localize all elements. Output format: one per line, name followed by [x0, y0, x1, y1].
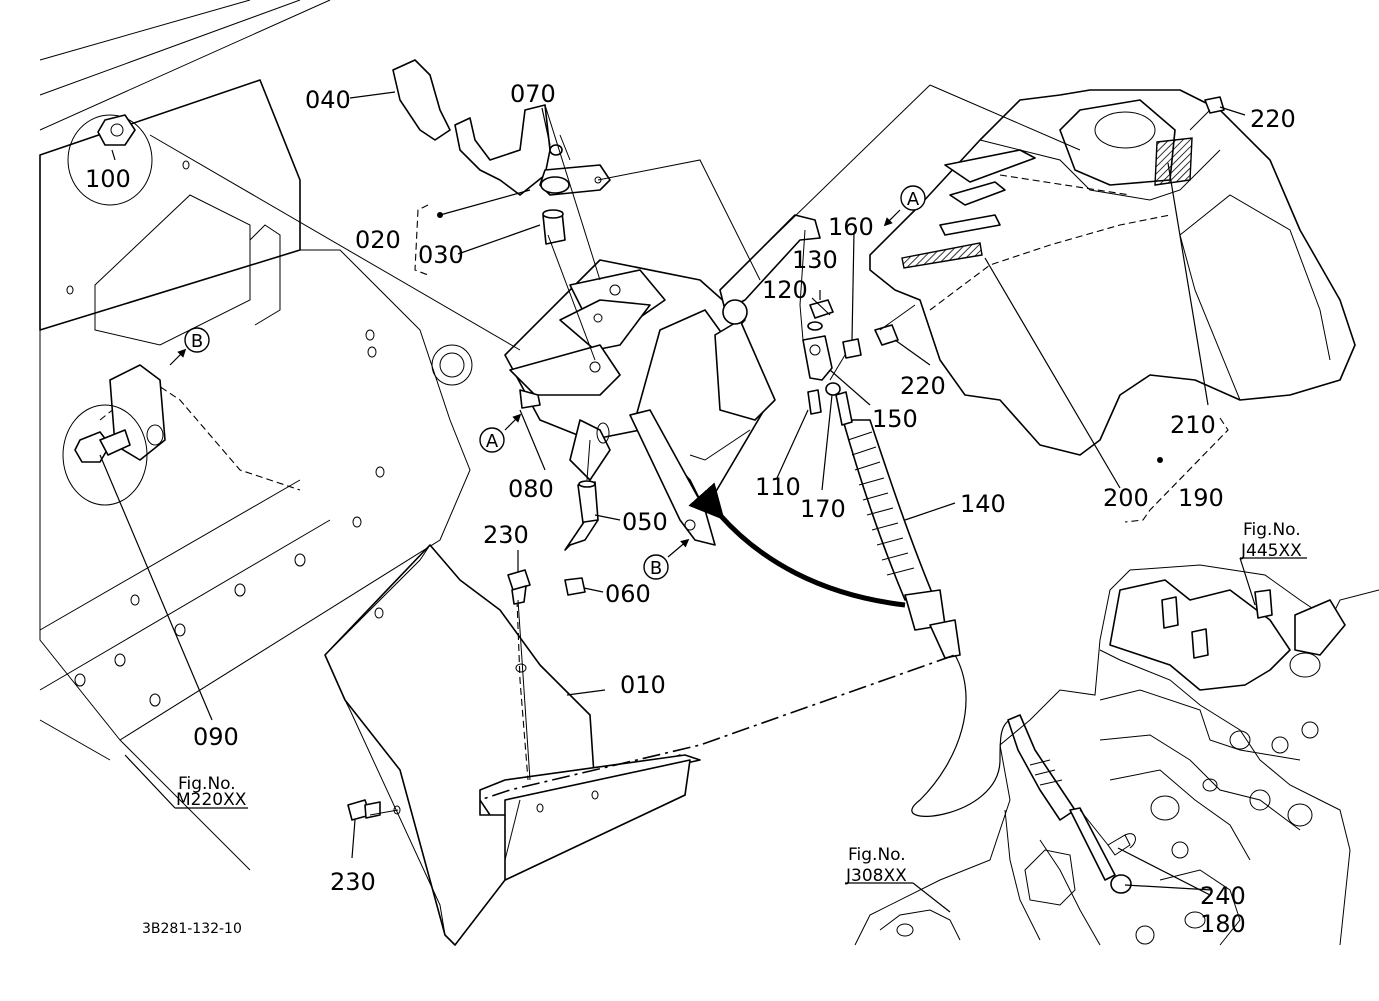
callout-170: 170: [800, 495, 846, 523]
callout-070: 070: [510, 80, 556, 108]
fig-ref-m220xx: Fig.No. M220XX: [176, 774, 247, 810]
washer-120: [807, 321, 823, 331]
marker-a-upper: A: [883, 185, 926, 227]
svg-text:J308XX: J308XX: [845, 866, 907, 886]
svg-text:A: A: [907, 189, 920, 210]
callout-020: 020: [355, 226, 401, 254]
callout-230-lower: 230: [330, 868, 376, 896]
callout-100: 100: [85, 165, 131, 193]
callout-030: 030: [418, 241, 464, 269]
pin-110: [807, 389, 822, 415]
callout-190: 190: [1178, 484, 1224, 512]
callout-130: 130: [792, 246, 838, 274]
fig-ref-leaders: [124, 557, 1307, 913]
marker-b-upper: B: [169, 327, 210, 366]
fig-ref-j445xx: Fig.No. J445XX: [1240, 520, 1302, 561]
callout-230-upper: 230: [483, 521, 529, 549]
bolt-230-lower: [347, 799, 381, 821]
callout-numbers: 040 070 020 030 100 080 050 060 230 010 …: [85, 80, 1296, 938]
callout-210: 210: [1170, 411, 1216, 439]
arm-bracket: [719, 214, 821, 325]
tank-cover-190: [869, 89, 1356, 456]
svg-text:J445XX: J445XX: [1240, 541, 1302, 561]
clevis-150: [802, 335, 833, 381]
lever-bracket-080: [504, 259, 746, 481]
callout-150: 150: [872, 405, 918, 433]
callout-180: 180: [1200, 910, 1246, 938]
group-bracket-020: [414, 204, 429, 276]
svg-text:M220XX: M220XX: [176, 790, 247, 810]
bolt-220-upper: [1204, 96, 1225, 114]
bushing-030: [542, 209, 566, 245]
direction-arrow: [688, 482, 906, 608]
callout-leaders: [99, 91, 1246, 896]
callout-120: 120: [762, 276, 808, 304]
marker-b-lower: B: [643, 538, 690, 580]
snap-pin-240: [1107, 833, 1136, 856]
callout-220-lower: 220: [900, 372, 946, 400]
callout-080: 080: [508, 475, 554, 503]
shift-lever-040: [392, 59, 611, 196]
callout-090: 090: [193, 723, 239, 751]
washer-170: [825, 382, 841, 396]
svg-text:Fig.No.: Fig.No.: [1243, 520, 1301, 540]
group-bracket-190: [1124, 417, 1229, 523]
callout-040: 040: [305, 86, 351, 114]
svg-text:Fig.No.: Fig.No.: [848, 845, 906, 865]
diagram-code: 3B281-132-10: [142, 921, 242, 937]
svg-text:A: A: [486, 431, 499, 452]
shift-cable-140: [842, 419, 1132, 894]
clip-130: [809, 299, 834, 319]
cover-panel-010: [324, 544, 701, 946]
callout-140: 140: [960, 490, 1006, 518]
transmission-assembly: [854, 564, 1379, 946]
detail-circle-100: [67, 114, 153, 206]
callout-240: 240: [1200, 882, 1246, 910]
bolt-220-lower: [874, 324, 899, 346]
callout-160: 160: [828, 213, 874, 241]
marker-a-lower: A: [479, 413, 522, 453]
bolt-230-upper: [507, 569, 531, 605]
construction-lines: [149, 84, 1211, 846]
svg-text:B: B: [191, 331, 203, 352]
callout-010: 010: [620, 671, 666, 699]
callout-050: 050: [622, 508, 668, 536]
callout-110: 110: [755, 473, 801, 501]
fig-ref-j308xx: Fig.No. J308XX: [845, 845, 907, 886]
threaded-rod: [835, 391, 853, 426]
detail-circle-090: [62, 404, 148, 506]
bolt-060: [564, 577, 586, 596]
pin-050: [564, 480, 599, 551]
callout-060: 060: [605, 580, 651, 608]
nut-160: [842, 338, 862, 359]
callout-200: 200: [1103, 484, 1149, 512]
callout-220-upper: 220: [1250, 105, 1296, 133]
svg-text:B: B: [650, 558, 662, 579]
svg-text:Fig.No.: Fig.No.: [178, 774, 236, 794]
